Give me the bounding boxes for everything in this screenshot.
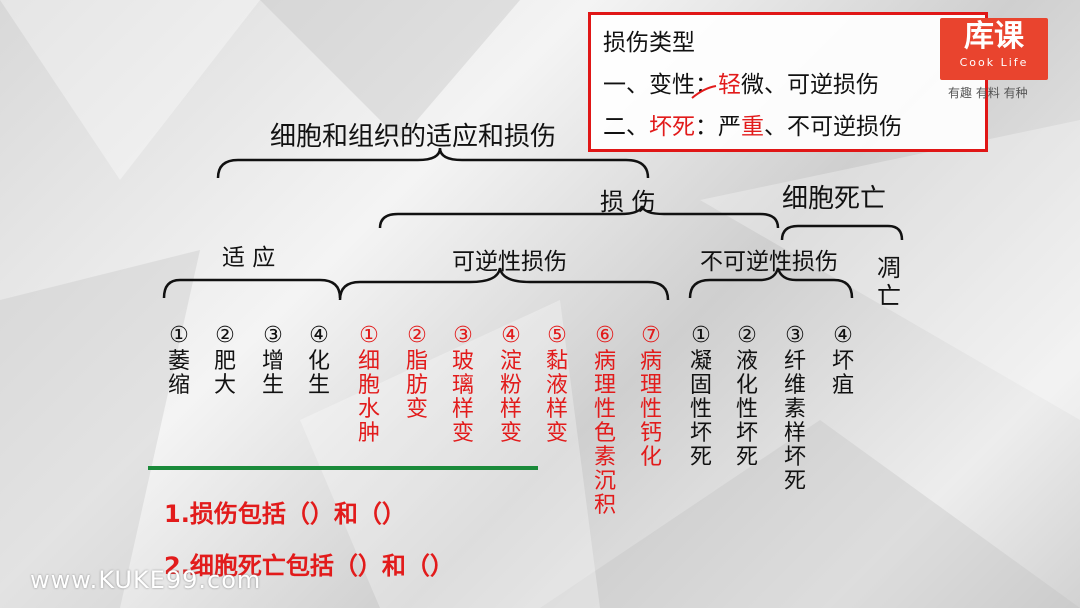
box-line-necrosis: 二、坏死：严重、不可逆损伤 xyxy=(603,107,902,141)
reversible-item: ⑥ 病理性色素沉积 xyxy=(592,324,618,518)
site-watermark: www.KUKE99.com xyxy=(30,566,262,594)
reversible-item: ① 细胞水肿 xyxy=(356,324,382,446)
item-number: ① xyxy=(691,323,711,348)
item-text: 化生 xyxy=(307,349,330,398)
cell-death-label: 细胞死亡 xyxy=(782,184,887,214)
item-text: 玻璃样变 xyxy=(451,349,474,446)
reversible-brace xyxy=(338,267,670,301)
item-text: 增生 xyxy=(261,349,284,398)
item-number: ⑥ xyxy=(595,323,615,348)
line2-highlight: 坏死 xyxy=(649,114,695,140)
reversible-label: 可逆性损伤 xyxy=(452,249,567,275)
item-number: ② xyxy=(407,323,427,348)
item-text: 萎缩 xyxy=(167,349,190,398)
necrosis-item: ① 凝固性坏死 xyxy=(688,324,714,470)
item-number: ② xyxy=(215,323,235,348)
cell-death-brace xyxy=(780,224,904,241)
item-number: ③ xyxy=(263,323,283,348)
item-number: ④ xyxy=(309,323,329,348)
reversible-item: ⑤ 黏液样变 xyxy=(544,324,570,446)
red-annotation-stroke xyxy=(691,85,717,99)
item-text: 坏疽 xyxy=(831,349,854,398)
item-text: 肥大 xyxy=(213,349,236,398)
item-number: ② xyxy=(737,323,757,348)
necrosis-item: ③ 纤维素样坏死 xyxy=(782,324,808,494)
injury-label: 损 伤 xyxy=(600,188,656,216)
necrosis-item: ④ 坏疽 xyxy=(830,324,856,398)
item-number: ① xyxy=(359,323,379,348)
injury-types-box: 损伤类型 一、变性：轻微、可逆损伤 二、坏死：严重、不可逆损伤 xyxy=(588,12,988,152)
item-text: 纤维素样坏死 xyxy=(783,349,806,494)
question-2: 2.细胞死亡包括（）和（） xyxy=(164,552,454,580)
item-number: ① xyxy=(169,323,189,348)
logo-slogan: 有趣 有料 有种 xyxy=(948,86,1028,100)
reversible-item: ② 脂肪变 xyxy=(404,324,430,422)
reversible-item: ③ 玻璃样变 xyxy=(450,324,476,446)
green-divider xyxy=(148,466,538,470)
item-number: ⑦ xyxy=(641,323,661,348)
logo-sub-text: Cook Life xyxy=(959,56,1029,69)
item-number: ④ xyxy=(833,323,853,348)
reversible-item: ④ 淀粉样变 xyxy=(498,324,524,446)
line2-prefix: 二、 xyxy=(603,114,649,140)
necrosis-item: ② 液化性坏死 xyxy=(734,324,760,470)
reversible-item: ⑦ 病理性钙化 xyxy=(638,324,664,470)
adaptation-item: ② 肥大 xyxy=(212,324,238,398)
line1-suffix: 微、可逆损伤 xyxy=(741,72,879,98)
question-1: 1.损伤包括（）和（） xyxy=(164,500,406,528)
line1-highlight: 轻 xyxy=(718,72,741,98)
kuke-logo: 库课 Cook Life xyxy=(940,18,1048,80)
logo-main-text: 库课 xyxy=(964,19,1024,54)
irreversible-brace xyxy=(688,267,854,299)
main-title: 细胞和组织的适应和损伤 xyxy=(270,122,557,152)
apoptosis-label: 凋亡 xyxy=(877,254,901,310)
item-text: 病理性色素沉积 xyxy=(593,349,616,518)
adaptation-item: ① 萎缩 xyxy=(166,324,192,398)
item-number: ⑤ xyxy=(547,323,567,348)
adaptation-label: 适 应 xyxy=(222,245,276,271)
item-number: ③ xyxy=(453,323,473,348)
adaptation-item: ③ 增生 xyxy=(260,324,286,398)
line2-highlight-2: 重 xyxy=(741,114,764,140)
irreversible-label: 不可逆性损伤 xyxy=(700,249,838,275)
line2-mid: ：严 xyxy=(695,114,741,140)
item-text: 病理性钙化 xyxy=(639,349,662,470)
item-number: ③ xyxy=(785,323,805,348)
line2-suffix: 、不可逆损伤 xyxy=(764,114,902,140)
item-text: 细胞水肿 xyxy=(357,349,380,446)
item-text: 凝固性坏死 xyxy=(689,349,712,470)
main-brace xyxy=(216,147,650,179)
injury-brace xyxy=(378,205,780,229)
box-line-degeneration: 一、变性：轻微、可逆损伤 xyxy=(603,65,879,99)
adaptation-brace xyxy=(162,278,342,299)
item-text: 液化性坏死 xyxy=(735,349,758,470)
item-text: 脂肪变 xyxy=(405,349,428,422)
adaptation-item: ④ 化生 xyxy=(306,324,332,398)
box-heading: 损伤类型 xyxy=(603,30,695,56)
item-text: 黏液样变 xyxy=(545,349,568,446)
item-text: 淀粉样变 xyxy=(499,349,522,446)
item-number: ④ xyxy=(501,323,521,348)
